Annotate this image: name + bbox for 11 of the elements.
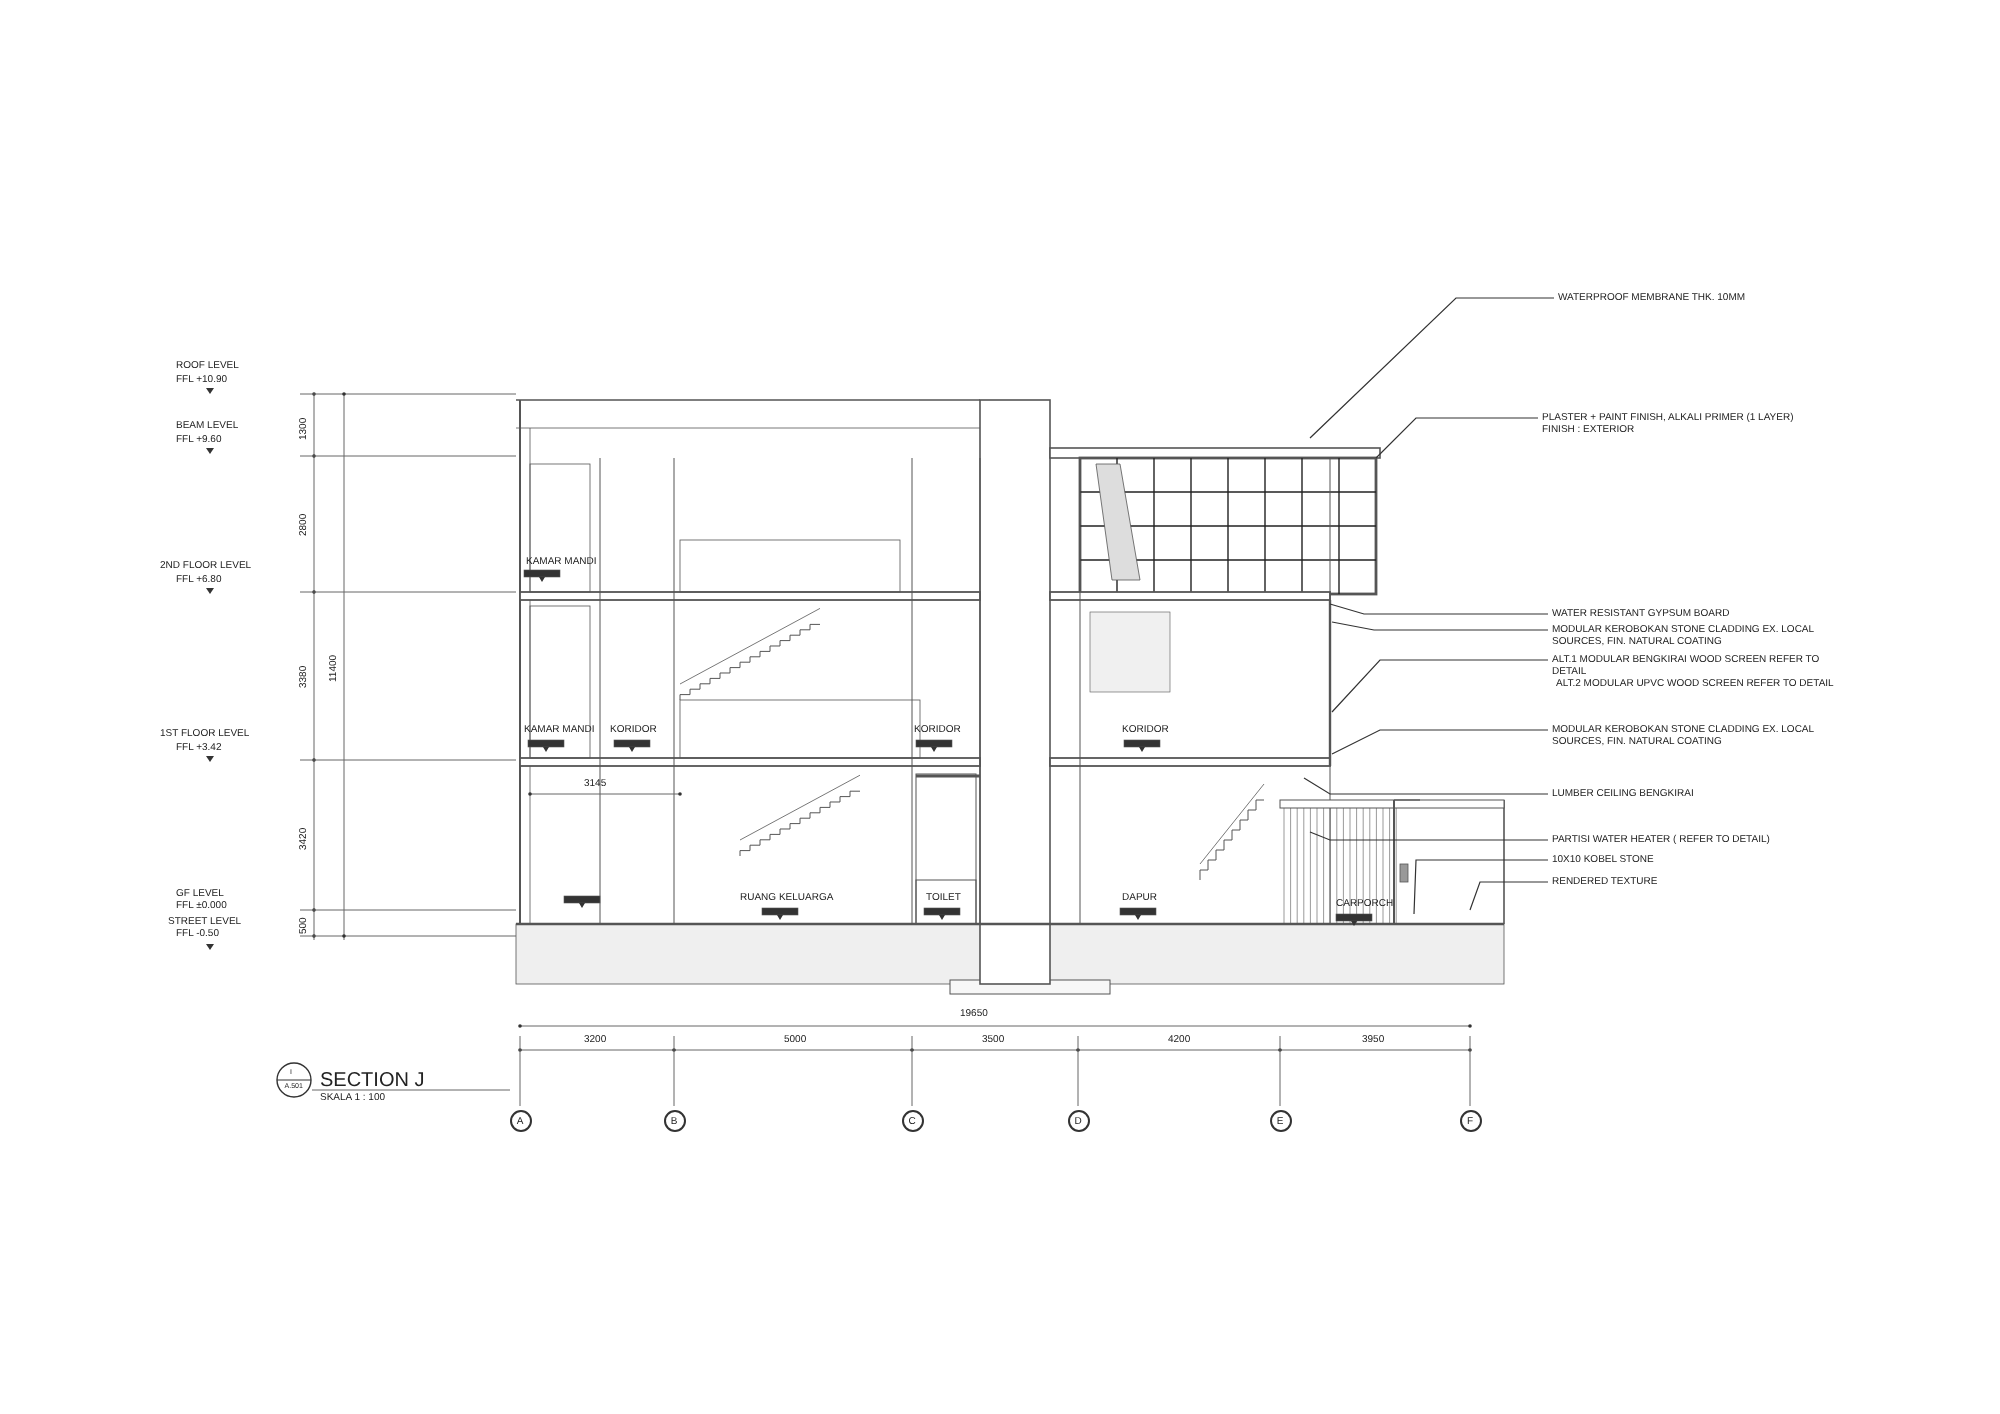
- leader-line: [1375, 417, 1539, 459]
- leader-line: [1331, 659, 1549, 713]
- leader-line: [1329, 603, 1549, 615]
- leader-line: [1331, 621, 1549, 631]
- leader-line: [1413, 859, 1549, 915]
- leader-line: [1309, 831, 1549, 841]
- leader-line: [1331, 729, 1549, 755]
- leader-line: [1309, 297, 1555, 439]
- leader-line: [1469, 881, 1549, 911]
- leader-line: [1303, 777, 1549, 795]
- section-title: SECTION J: [320, 1070, 425, 1092]
